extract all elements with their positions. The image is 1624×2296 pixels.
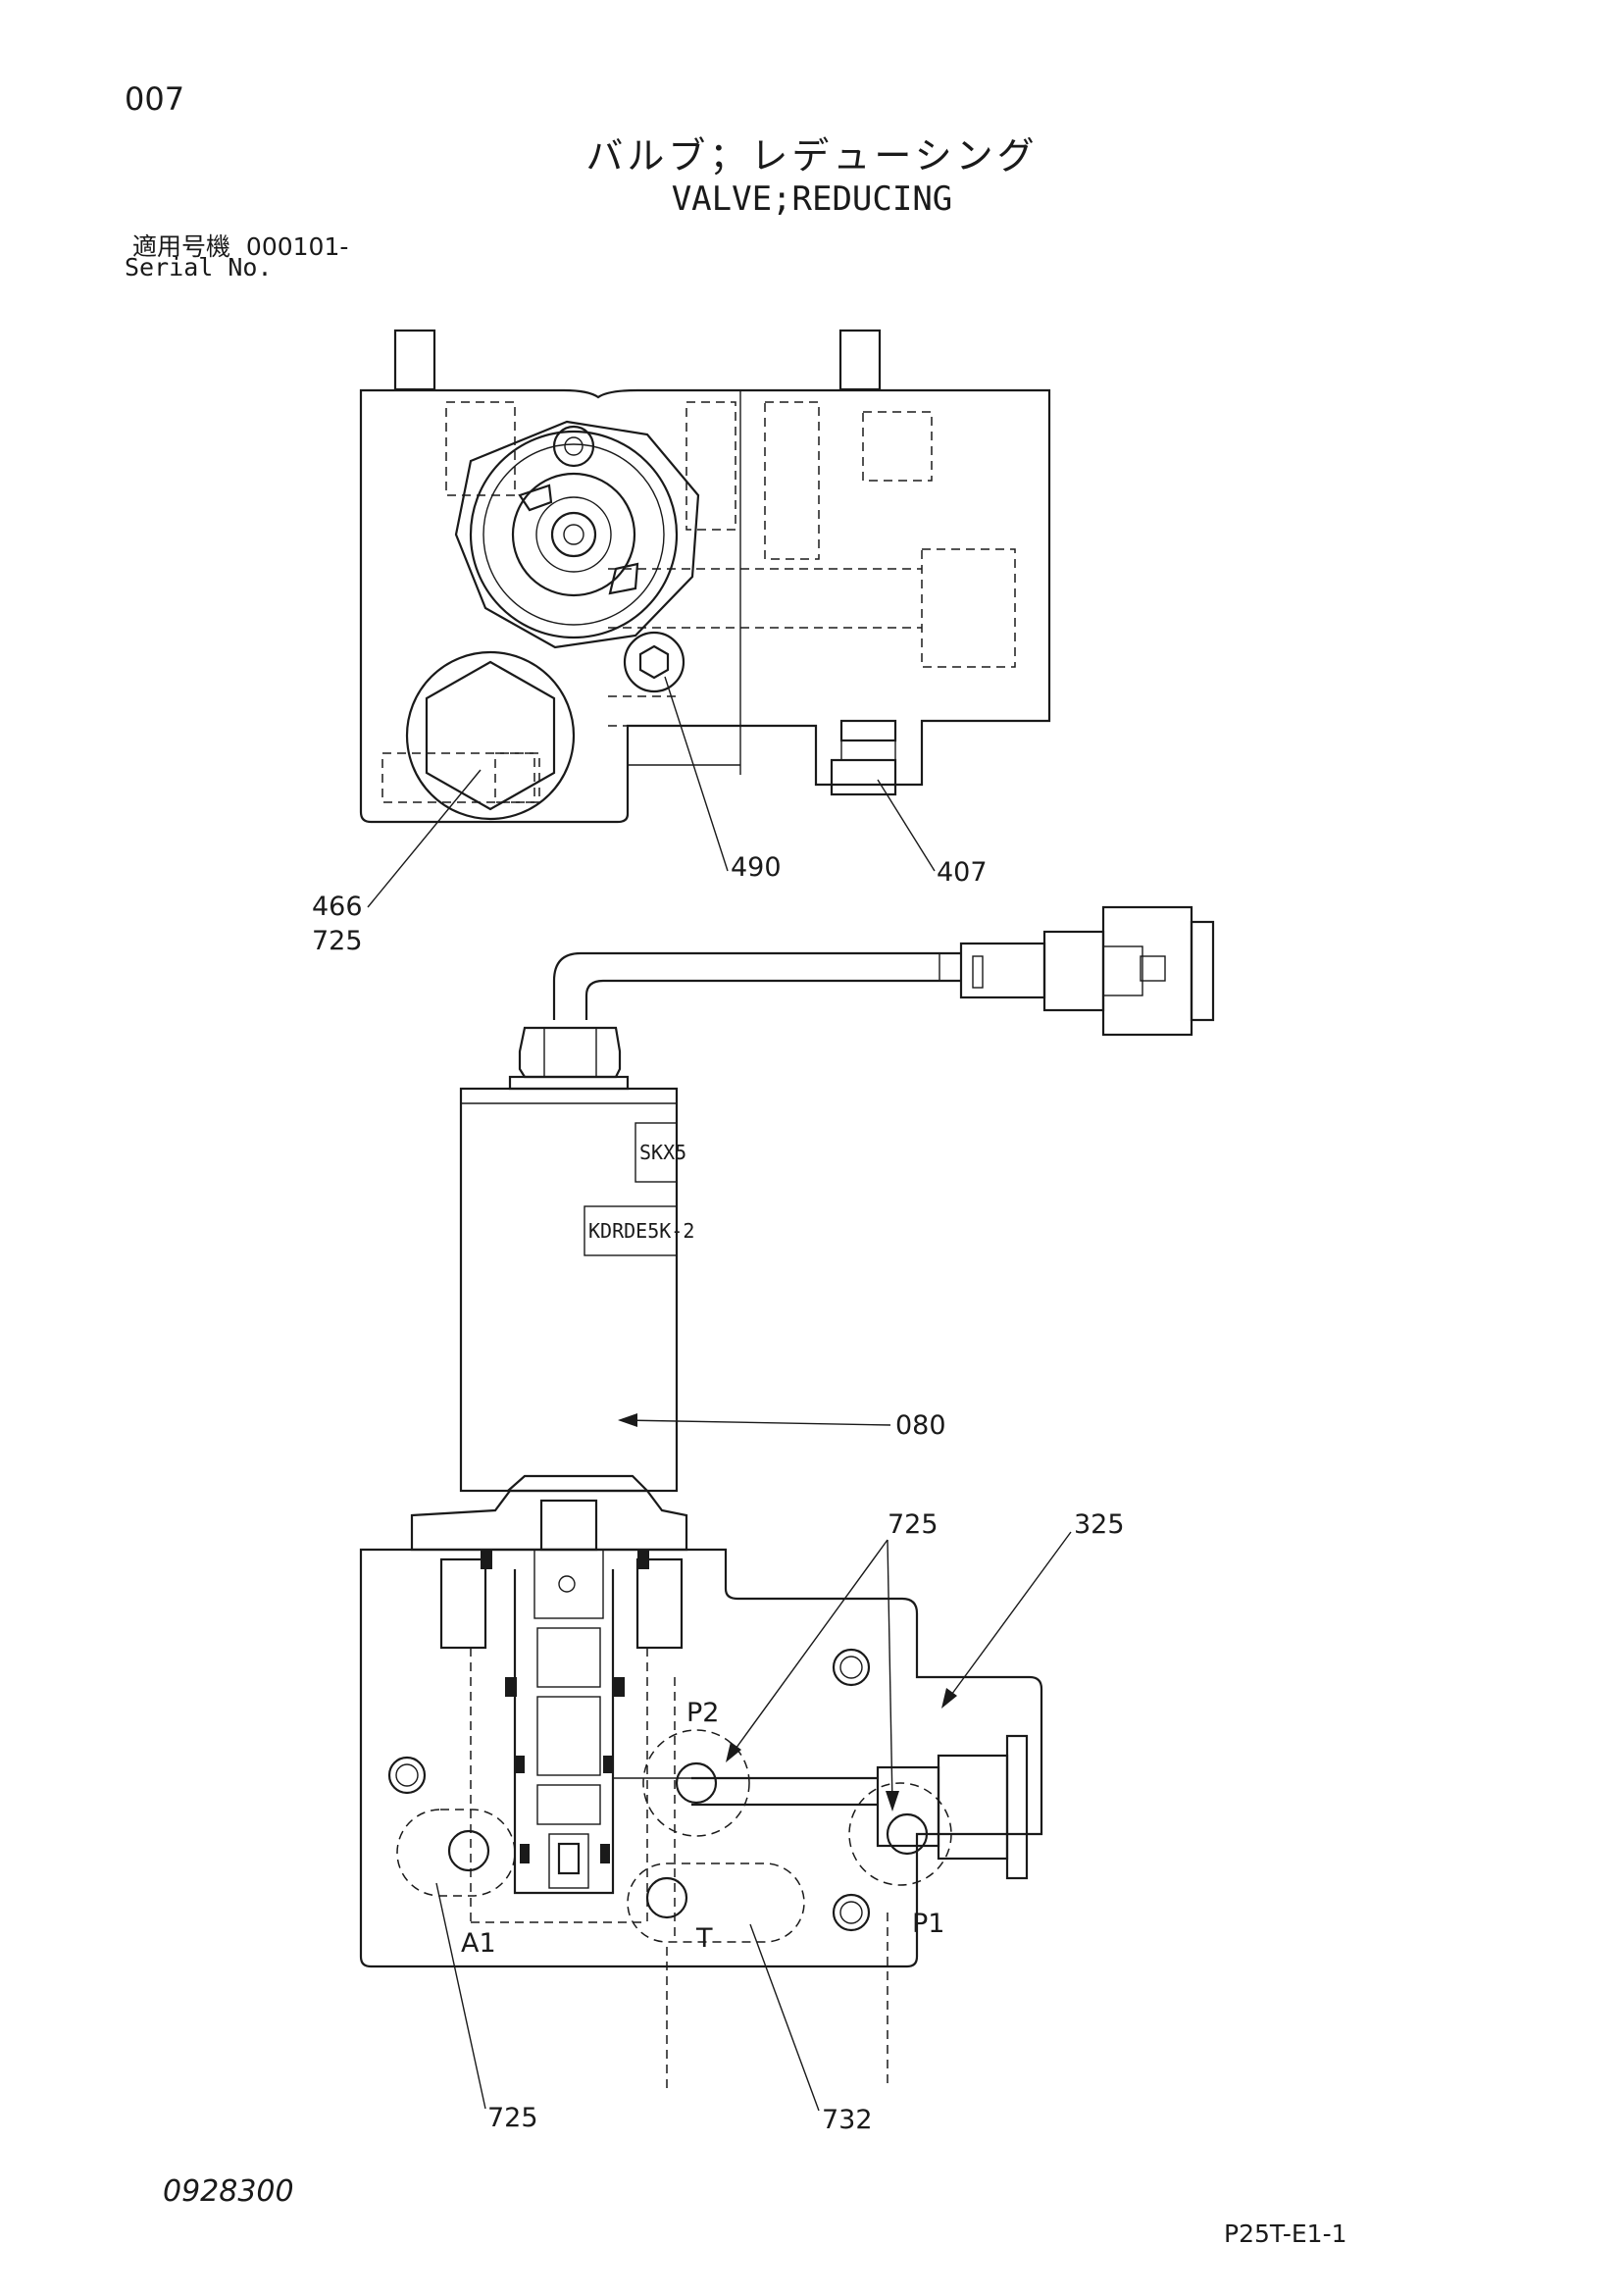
port-t: T [695, 1923, 713, 1954]
callout-490: 490 [731, 852, 782, 883]
serial-label-english: Serial No. [125, 253, 273, 281]
callout-725-top: 725 [312, 926, 363, 956]
title-english: VALVE;REDUCING [671, 179, 953, 219]
sheet-reference: P25T-E1-1 [1224, 2219, 1347, 2248]
port-p2: P2 [686, 1698, 719, 1728]
callout-466: 466 [312, 892, 363, 922]
title-japanese: バルブ；レデューシング [585, 134, 1039, 178]
page-number: 007 [125, 80, 185, 118]
callout-732: 732 [822, 2105, 873, 2135]
solenoid-drawing: SKX5 KDRDE5K-2 [459, 905, 1215, 1493]
solenoid-tag-1: SKX5 [639, 1141, 686, 1164]
callout-407: 407 [937, 857, 988, 888]
callout-725-p2: 725 [888, 1509, 939, 1540]
callout-080: 080 [895, 1410, 946, 1441]
port-a1: A1 [461, 1928, 496, 1959]
document-code: 0928300 [163, 2174, 294, 2209]
serial-label-jp: 適用号機 [132, 232, 231, 261]
top-view-drawing [359, 329, 1051, 824]
callout-325: 325 [1074, 1509, 1125, 1540]
port-p1: P1 [912, 1909, 944, 1939]
callout-725-a1: 725 [487, 2103, 538, 2133]
bottom-view-drawing [359, 1474, 1043, 1968]
serial-line-japanese: 適用号機 000101- [132, 228, 348, 263]
serial-value: 000101- [245, 232, 349, 261]
solenoid-tag-2: KDRDE5K-2 [588, 1219, 694, 1243]
